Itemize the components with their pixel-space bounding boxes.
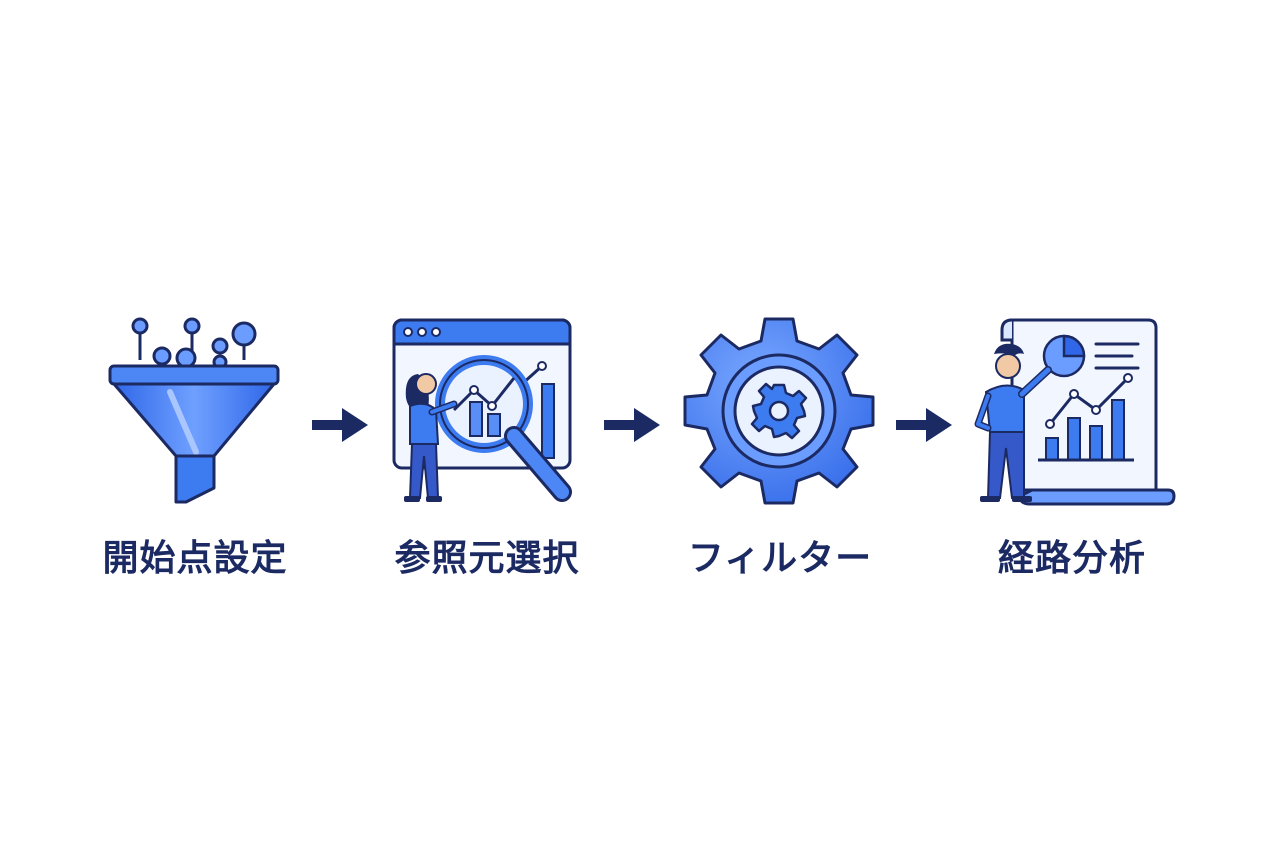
gear-icon	[683, 317, 875, 505]
arrow-right-icon	[312, 408, 368, 442]
step-label-start-point: 開始点設定	[102, 538, 288, 579]
step-label-path-analysis: 経路分析	[997, 538, 1146, 579]
report-presenter-icon	[974, 318, 1176, 506]
arrow-right-icon	[896, 408, 952, 442]
magnifier-analytics-icon	[392, 318, 572, 502]
arrow-right-icon	[604, 408, 660, 442]
step-label-filter: フィルター	[687, 538, 873, 579]
funnel-icon	[108, 317, 280, 504]
step-label-source-select: 参照元選択	[394, 538, 580, 579]
